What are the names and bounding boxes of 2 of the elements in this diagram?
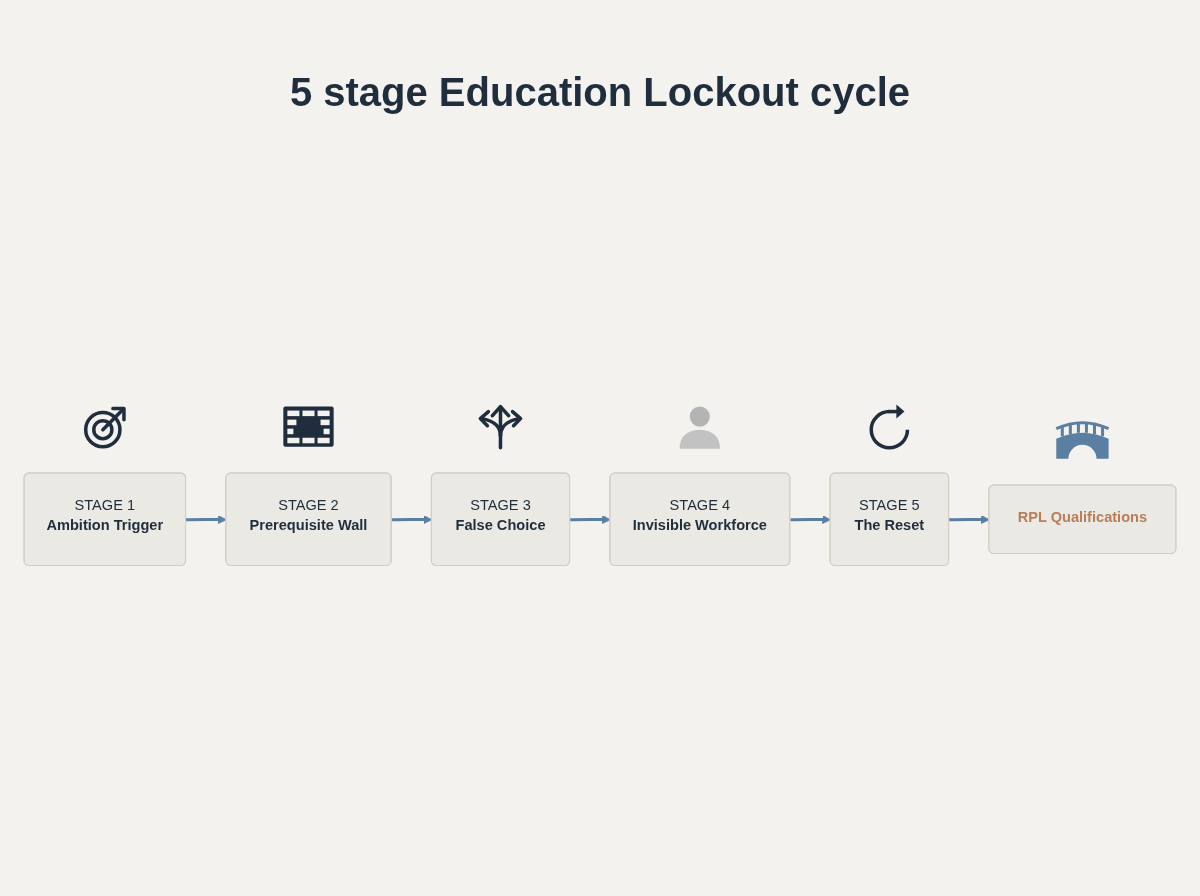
arrow — [790, 515, 831, 524]
diagram-title: 5 stage Education Lockout cycle — [289, 70, 911, 115]
